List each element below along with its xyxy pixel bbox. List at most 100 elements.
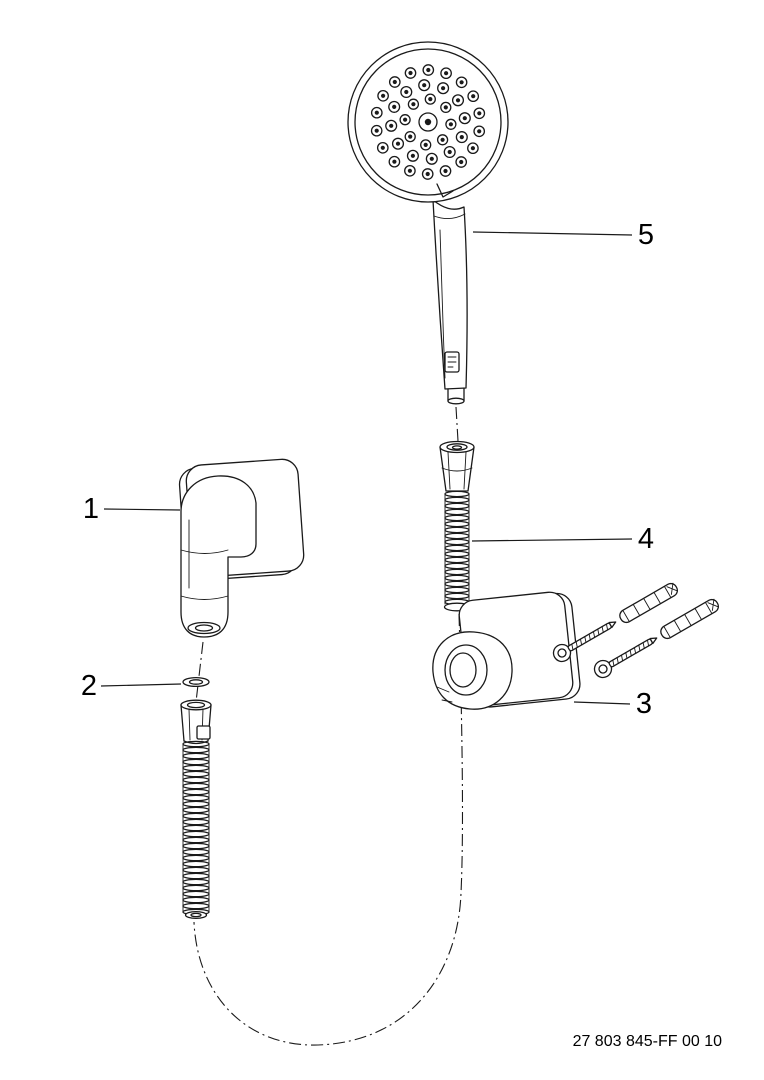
hose-end-bore	[190, 912, 202, 918]
nozzle-center	[459, 159, 464, 165]
hose-corrugation	[444, 508, 470, 516]
holder-socket-outer	[444, 644, 488, 696]
hose-corrugation	[182, 890, 210, 898]
screw-and-wall-anchor-2	[590, 594, 723, 682]
callout-3-leader	[573, 701, 631, 705]
callout-5-label: 5	[638, 219, 654, 251]
hose-nut-clip-detail	[196, 725, 211, 740]
spray-head-inner-rim	[354, 48, 502, 196]
part-number: 27 803 845-FF 00 10	[573, 1033, 723, 1050]
hose-corrugation	[182, 794, 210, 802]
centerline-elbow-to-hose	[195, 641, 204, 703]
nozzle-center	[462, 116, 467, 121]
hose-corrugation	[182, 812, 210, 820]
nozzle	[370, 106, 383, 119]
hose-corrugation	[444, 568, 470, 576]
nozzle-center	[444, 71, 449, 76]
hose-corrugation	[444, 514, 470, 522]
hose-corrugation	[444, 538, 470, 546]
callout-3-label: 3	[636, 688, 652, 720]
hose-corrugation	[182, 764, 210, 772]
nozzle-center	[471, 94, 476, 99]
hose-corrugation	[444, 532, 470, 540]
nozzle	[473, 107, 486, 120]
callout-3: 3	[573, 688, 652, 720]
handle-inlet-sides	[447, 387, 465, 402]
nozzle	[467, 142, 479, 155]
handle-highlight	[439, 229, 446, 379]
hose-corrugation	[182, 896, 210, 904]
hand-shower	[347, 41, 509, 405]
callout-1-leader	[103, 508, 181, 511]
hose-nut-ring	[441, 467, 473, 472]
nozzle-center	[380, 145, 385, 150]
spray-head	[347, 41, 509, 203]
hose-corrugation	[444, 544, 470, 552]
callout-5: 5	[472, 219, 654, 251]
callout-4: 4	[471, 523, 654, 555]
nozzle	[407, 98, 420, 110]
handle-logo-plate	[444, 351, 460, 373]
nozzle-center	[381, 93, 386, 98]
hose-corrugation	[182, 752, 210, 760]
hose-corrugation	[444, 580, 470, 588]
hand-shower-handle	[432, 199, 468, 390]
nozzle-center	[374, 128, 379, 133]
hose-corrugated-section	[182, 740, 210, 916]
nozzle-center	[395, 141, 401, 146]
gasket-outer	[182, 676, 210, 688]
hose-corrugation	[182, 860, 210, 868]
nozzle-center	[470, 146, 475, 151]
hose-corrugation	[182, 884, 210, 892]
nozzle-center	[411, 102, 416, 107]
nozzle-center	[408, 134, 413, 139]
hose-corrugation	[182, 830, 210, 838]
holder-socket-inner	[449, 652, 477, 688]
nozzle-center	[408, 70, 413, 76]
hose-corrugation	[182, 842, 210, 850]
nozzle	[455, 156, 468, 168]
nozzle-center	[477, 129, 482, 134]
hose-corrugation	[444, 556, 470, 564]
hose-corrugation	[182, 866, 210, 874]
nozzle-center	[410, 153, 415, 158]
nozzle-center	[441, 86, 446, 91]
nozzle	[445, 118, 457, 130]
elbow-outlet-bore	[194, 624, 214, 632]
nozzle-center	[429, 156, 434, 161]
nozzle	[451, 94, 465, 107]
hose-corrugation	[444, 526, 470, 534]
wall-union-elbow	[178, 458, 305, 638]
nozzle	[388, 76, 401, 88]
spray-nozzle-field	[370, 64, 486, 180]
callout-2-leader	[100, 683, 182, 687]
hose-nut-bore	[451, 445, 463, 450]
nozzle-center	[448, 122, 453, 127]
nozzle	[404, 67, 417, 79]
hose-corrugation	[182, 872, 210, 880]
nozzle-center	[459, 135, 464, 140]
callout-4-leader	[471, 538, 633, 542]
nozzle	[439, 165, 452, 177]
callout-2-label: 2	[81, 670, 97, 702]
nozzle-center	[392, 159, 397, 164]
hose-corrugation	[182, 800, 210, 808]
nozzle-center	[443, 105, 448, 110]
callout-4-label: 4	[638, 523, 654, 555]
nozzle	[388, 155, 401, 168]
shower-holder	[432, 591, 581, 710]
nozzle-center	[425, 171, 430, 177]
hose-corrugation	[182, 818, 210, 826]
nozzle-center	[428, 97, 433, 102]
nozzle	[385, 119, 398, 132]
handle-inlet-end	[447, 397, 465, 405]
callouts: 1 2 3 4 5	[81, 219, 654, 720]
hose-corrugation	[444, 586, 470, 594]
center-nozzle	[418, 112, 438, 132]
nozzle	[418, 79, 431, 92]
center-nozzle-dot	[424, 118, 432, 126]
nozzle	[455, 76, 468, 89]
callout-1-label: 1	[83, 493, 99, 525]
nozzle	[388, 100, 401, 113]
